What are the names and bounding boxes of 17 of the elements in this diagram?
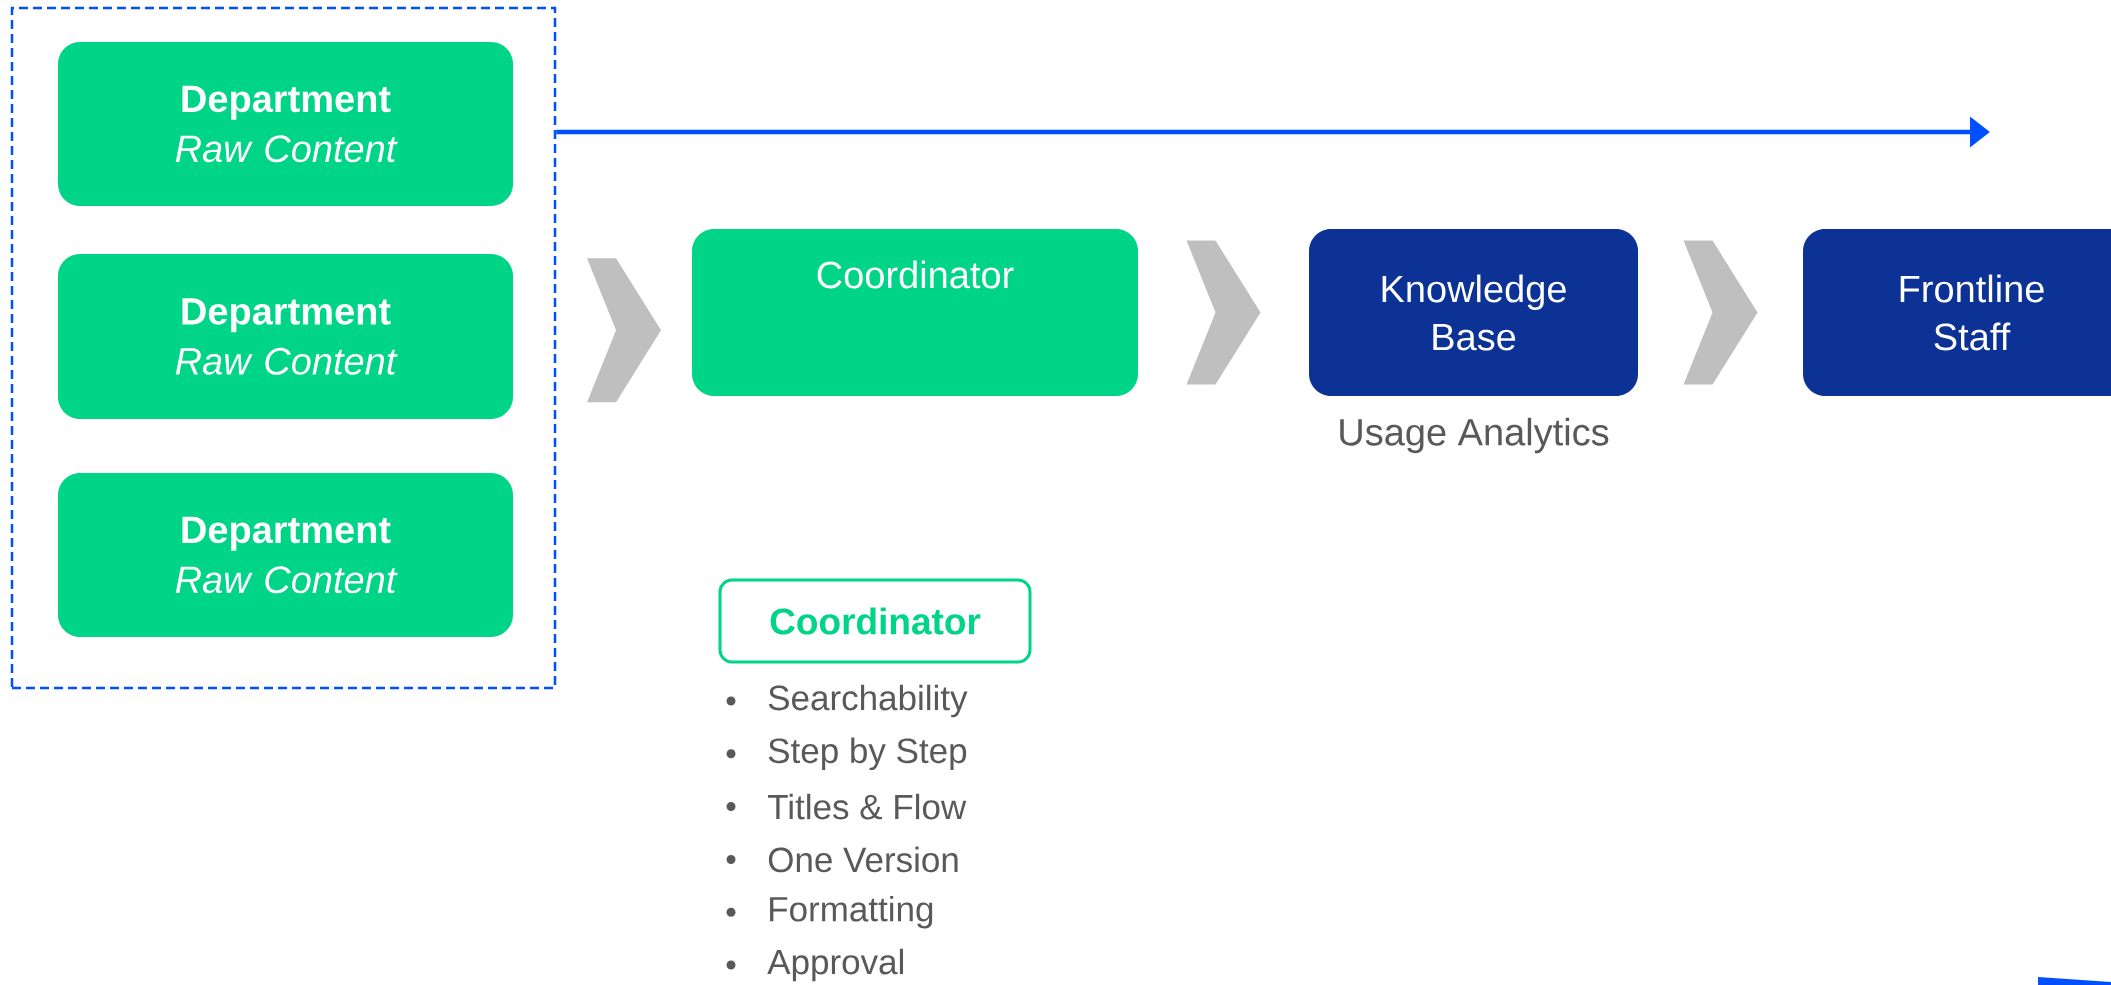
process-box: Department Raw Content — [58, 42, 513, 206]
caption-text: Usage Analytics — [1340, 417, 1609, 454]
chevron-arrow — [1683, 240, 1758, 385]
heading-box: Coordinator — [718, 578, 1032, 664]
process-box: Frontline Staff — [1803, 229, 2111, 396]
list-item: Formatting — [770, 895, 933, 929]
chevron-arrow — [587, 258, 662, 403]
list-item: One Version — [768, 846, 958, 873]
process-box: Department Raw Content — [58, 473, 513, 637]
process-box: Knowledge Base — [1309, 229, 1638, 396]
chevron-arrow — [1186, 240, 1261, 385]
process-box: Department Raw Content — [58, 254, 513, 419]
list-item: Titles & Flow — [768, 793, 967, 820]
dashed-group-box — [10, 6, 557, 690]
list-item: Approval — [767, 948, 903, 982]
process-box: Coordinator — [692, 229, 1138, 396]
list-item: Step by Step — [768, 737, 967, 771]
